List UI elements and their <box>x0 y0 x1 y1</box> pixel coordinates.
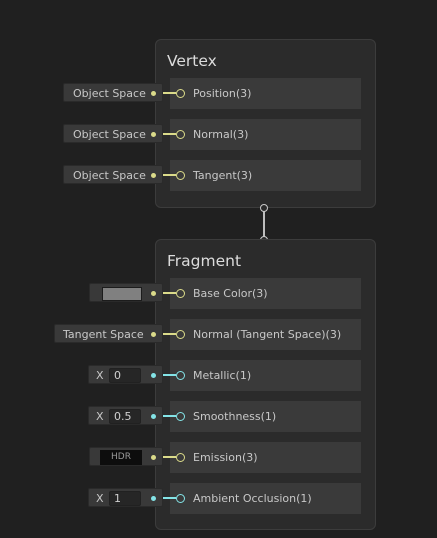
normal-ts-port[interactable] <box>176 330 185 339</box>
slot-label: Base Color(3) <box>193 287 268 300</box>
slot-label: Emission(3) <box>193 451 258 464</box>
slot-emission[interactable]: Emission(3) <box>170 442 361 473</box>
base-color-swatch[interactable] <box>102 287 142 301</box>
vertex-flow-out-port[interactable] <box>260 204 268 212</box>
slot-position[interactable]: Position(3) <box>170 78 361 109</box>
smoothness-value-field[interactable]: 0.5 <box>109 409 141 424</box>
metallic-wire-dot <box>151 373 156 378</box>
tangent-space-input[interactable]: Object Space <box>63 165 163 184</box>
normal-ts-wire <box>163 333 176 335</box>
ambient-occlusion-input[interactable]: X 1 <box>88 488 163 507</box>
tangent-wire-dot <box>151 173 156 178</box>
position-space-label: Object Space <box>73 87 146 100</box>
position-wire <box>163 92 176 94</box>
normal-wire <box>163 133 176 135</box>
fragment-block[interactable]: Fragment Base Color(3) Normal (Tangent S… <box>155 239 376 530</box>
slot-normal-tangent-space[interactable]: Normal (Tangent Space)(3) <box>170 319 361 350</box>
slot-ambient-occlusion[interactable]: Ambient Occlusion(1) <box>170 483 361 514</box>
smoothness-axis-label: X <box>96 410 104 423</box>
slot-label: Position(3) <box>193 87 252 100</box>
slot-label: Tangent(3) <box>193 169 253 182</box>
normal-space-label: Object Space <box>73 128 146 141</box>
normal-ts-space-input[interactable]: Tangent Space <box>54 324 163 343</box>
block-flow-wire <box>263 208 265 240</box>
position-port[interactable] <box>176 89 185 98</box>
slot-smoothness[interactable]: Smoothness(1) <box>170 401 361 432</box>
vertex-block[interactable]: Vertex Position(3) Normal(3) Tangent(3) <box>155 39 376 208</box>
ambient-occlusion-port[interactable] <box>176 494 185 503</box>
fragment-title: Fragment <box>167 252 242 270</box>
slot-base-color[interactable]: Base Color(3) <box>170 278 361 309</box>
base-color-wire <box>163 292 176 294</box>
vertex-title: Vertex <box>167 52 217 70</box>
metallic-wire <box>163 374 176 376</box>
ambient-occlusion-wire-dot <box>151 496 156 501</box>
emission-wire <box>163 456 176 458</box>
slot-metallic[interactable]: Metallic(1) <box>170 360 361 391</box>
ambient-occlusion-wire <box>163 497 176 499</box>
slot-label: Normal(3) <box>193 128 249 141</box>
ambient-occlusion-value-field[interactable]: 1 <box>109 491 141 506</box>
metallic-input[interactable]: X 0 <box>88 365 163 384</box>
smoothness-port[interactable] <box>176 412 185 421</box>
slot-normal[interactable]: Normal(3) <box>170 119 361 150</box>
smoothness-wire <box>163 415 176 417</box>
tangent-space-label: Object Space <box>73 169 146 182</box>
slot-label: Metallic(1) <box>193 369 252 382</box>
metallic-port[interactable] <box>176 371 185 380</box>
normal-wire-dot <box>151 132 156 137</box>
base-color-wire-dot <box>151 291 156 296</box>
emission-port[interactable] <box>176 453 185 462</box>
emission-wire-dot <box>151 455 156 460</box>
smoothness-input[interactable]: X 0.5 <box>88 406 163 425</box>
base-color-port[interactable] <box>176 289 185 298</box>
slot-label: Normal (Tangent Space)(3) <box>193 328 342 341</box>
ambient-occlusion-axis-label: X <box>96 492 104 505</box>
tangent-port[interactable] <box>176 171 185 180</box>
normal-port[interactable] <box>176 130 185 139</box>
emission-input[interactable]: HDR <box>89 447 163 466</box>
emission-hdr-swatch[interactable]: HDR <box>100 450 142 465</box>
normal-ts-wire-dot <box>151 332 156 337</box>
metallic-value-field[interactable]: 0 <box>109 368 141 383</box>
slot-tangent[interactable]: Tangent(3) <box>170 160 361 191</box>
tangent-wire <box>163 174 176 176</box>
position-space-input[interactable]: Object Space <box>63 83 163 102</box>
slot-label: Ambient Occlusion(1) <box>193 492 312 505</box>
position-wire-dot <box>151 91 156 96</box>
normal-space-input[interactable]: Object Space <box>63 124 163 143</box>
normal-ts-space-label: Tangent Space <box>63 328 144 341</box>
metallic-axis-label: X <box>96 369 104 382</box>
base-color-input[interactable] <box>89 283 163 302</box>
slot-label: Smoothness(1) <box>193 410 277 423</box>
smoothness-wire-dot <box>151 414 156 419</box>
